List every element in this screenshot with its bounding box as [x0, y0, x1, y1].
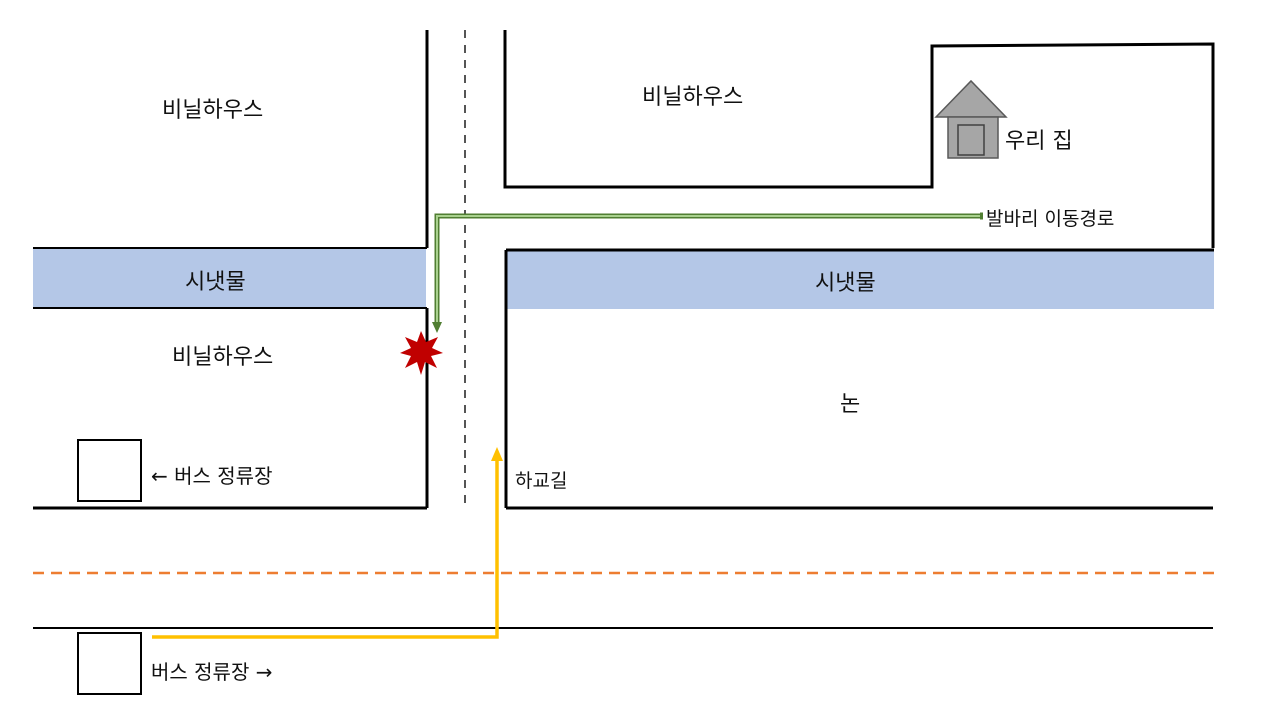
label-stream-left: 시냇물 — [185, 270, 246, 295]
label-rice-field: 논 — [840, 392, 861, 417]
label-my-house: 우리 집 — [1005, 129, 1073, 154]
stream-left — [33, 249, 426, 308]
bus-stop-square-icon — [77, 632, 142, 695]
bus-stop-square-icon — [77, 439, 142, 502]
label-greenhouse-mid-left: 비닐하우스 — [172, 345, 274, 370]
label-bus-stop-upper: ← 버스 정류장 — [151, 464, 273, 488]
house-icon — [934, 79, 1008, 159]
label-greenhouse-top-center: 비닐하우스 — [642, 85, 744, 110]
route-arrow-green — [432, 212, 983, 333]
greenhouse-block-outline — [503, 30, 1215, 248]
route-arrow-yellow — [152, 447, 503, 639]
explosion-star-icon — [400, 331, 443, 375]
stream-right — [507, 250, 1214, 309]
label-bus-stop-lower: 버스 정류장 → — [151, 660, 273, 684]
label-greenhouse-top-left: 비닐하우스 — [162, 98, 264, 123]
label-route: 발바리 이동경로 — [986, 208, 1115, 230]
label-stream-right: 시냇물 — [815, 271, 876, 296]
label-school-road: 하교길 — [515, 470, 568, 492]
